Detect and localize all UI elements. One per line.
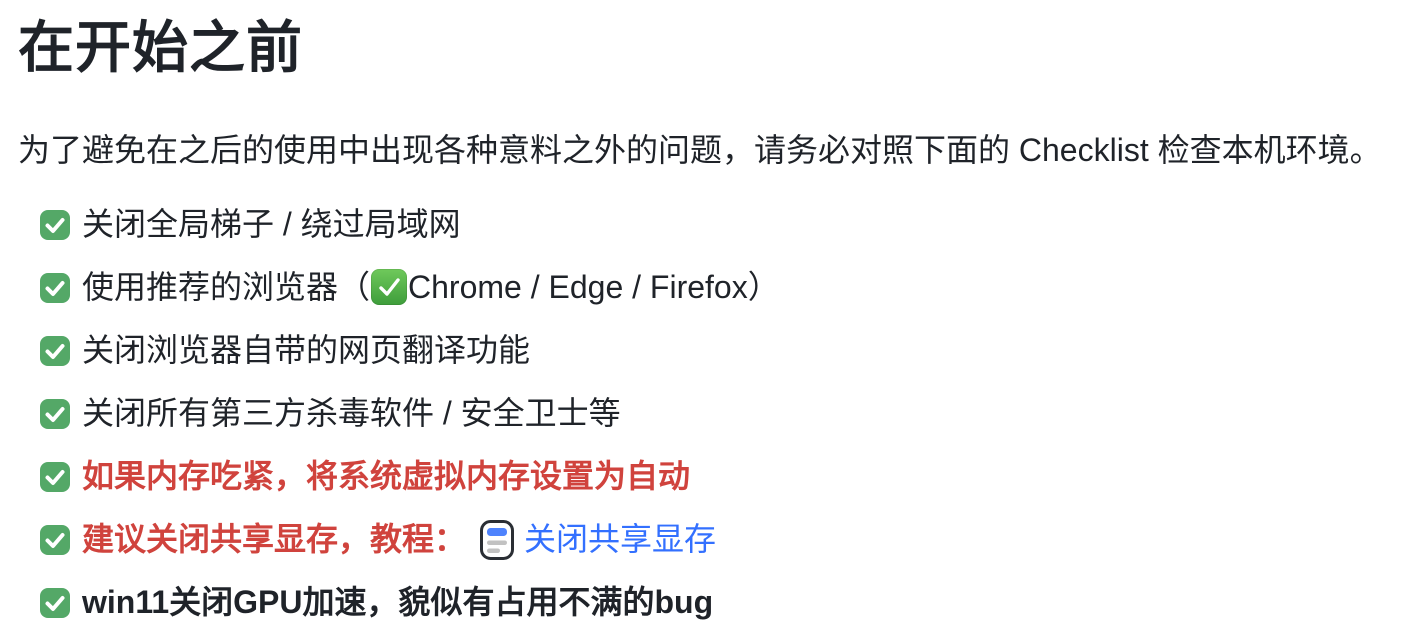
- checklist-item: 如果内存吃紧，将系统虚拟内存设置为自动: [40, 445, 1392, 508]
- checklist-item: win11关闭GPU加速，貌似有占用不满的bug: [40, 571, 1392, 634]
- label-before-emoji: 使用推荐的浏览器（: [82, 269, 371, 306]
- checklist-item-label: 关闭全局梯子 / 绕过局域网: [82, 206, 461, 243]
- checked-checkbox-icon[interactable]: [40, 587, 70, 618]
- tutorial-doc-link[interactable]: 关闭共享显存: [480, 519, 717, 560]
- checklist-item: 关闭浏览器自带的网页翻译功能: [40, 319, 1392, 382]
- doc-link-label: 关闭共享显存: [524, 521, 717, 558]
- checked-checkbox-icon[interactable]: [40, 209, 70, 240]
- label-after-emoji: Chrome / Edge / Firefox）: [408, 269, 780, 306]
- checklist-item: 关闭全局梯子 / 绕过局域网: [40, 193, 1392, 256]
- checked-checkbox-icon[interactable]: [40, 461, 70, 492]
- checked-checkbox-icon[interactable]: [40, 272, 70, 303]
- checklist-item: 使用推荐的浏览器（ Chrome / Edge / Firefox）: [40, 256, 1392, 319]
- page-title: 在开始之前: [18, 16, 303, 79]
- checklist-item-label: win11关闭GPU加速，貌似有占用不满的bug: [82, 584, 714, 621]
- checked-checkbox-icon[interactable]: [40, 524, 70, 555]
- document-icon: [480, 519, 515, 560]
- checklist-item: 关闭所有第三方杀毒软件 / 安全卫士等: [40, 382, 1392, 445]
- checklist-item-label: 关闭所有第三方杀毒软件 / 安全卫士等: [82, 395, 621, 432]
- intro-paragraph: 为了避免在之后的使用中出现各种意料之外的问题，请务必对照下面的 Checklis…: [18, 132, 1382, 168]
- checklist-item-label: 如果内存吃紧，将系统虚拟内存设置为自动: [82, 458, 691, 495]
- checked-checkbox-icon[interactable]: [40, 398, 70, 429]
- checklist-item: 建议关闭共享显存，教程： 关闭共享显存: [40, 508, 1392, 571]
- checklist: 关闭全局梯子 / 绕过局域网 使用推荐的浏览器（ Chrome / Edge /…: [18, 193, 1392, 634]
- checklist-item-label: 使用推荐的浏览器（ Chrome / Edge / Firefox）: [82, 268, 780, 306]
- checklist-item-label: 关闭浏览器自带的网页翻译功能: [82, 332, 531, 369]
- checklist-item-label: 建议关闭共享显存，教程：: [82, 521, 467, 558]
- check-mark-button-emoji: [371, 269, 408, 306]
- checked-checkbox-icon[interactable]: [40, 335, 70, 366]
